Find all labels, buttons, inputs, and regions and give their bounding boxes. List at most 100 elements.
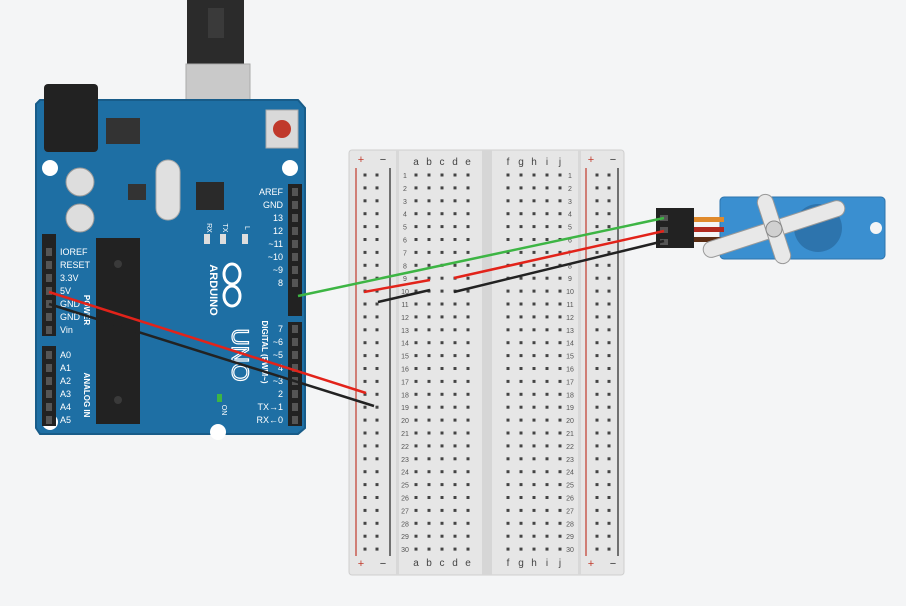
rail-hole[interactable] bbox=[363, 302, 367, 306]
breadboard-hole[interactable] bbox=[440, 238, 444, 241]
breadboard-hole[interactable] bbox=[453, 354, 457, 358]
breadboard-hole[interactable] bbox=[532, 173, 536, 177]
breadboard-hole[interactable] bbox=[545, 496, 549, 499]
breadboard-hole[interactable] bbox=[414, 392, 418, 396]
wire-gnd[interactable] bbox=[48, 302, 375, 408]
breadboard-hole[interactable] bbox=[466, 250, 470, 254]
breadboard-hole[interactable] bbox=[519, 367, 523, 370]
analog-pin[interactable] bbox=[46, 364, 52, 372]
breadboard-hole[interactable] bbox=[453, 186, 457, 190]
rail-hole[interactable] bbox=[595, 212, 599, 216]
breadboard-hole[interactable] bbox=[545, 225, 549, 229]
breadboard-hole[interactable] bbox=[558, 328, 562, 332]
wire-black-to-servo[interactable] bbox=[453, 239, 665, 294]
breadboard-hole[interactable] bbox=[532, 302, 536, 306]
breadboard-hole[interactable] bbox=[440, 508, 444, 512]
analog-pin[interactable] bbox=[46, 416, 52, 424]
rail-hole[interactable] bbox=[375, 250, 379, 254]
breadboard-hole[interactable] bbox=[453, 418, 457, 422]
breadboard-hole[interactable] bbox=[427, 315, 431, 319]
breadboard-hole[interactable] bbox=[558, 431, 562, 435]
breadboard-hole[interactable] bbox=[414, 263, 418, 267]
breadboard-hole[interactable] bbox=[427, 508, 431, 512]
breadboard-hole[interactable] bbox=[414, 225, 418, 229]
breadboard-hole[interactable] bbox=[427, 302, 431, 306]
breadboard-hole[interactable] bbox=[440, 367, 444, 370]
rail-hole[interactable] bbox=[363, 186, 367, 190]
breadboard-hole[interactable] bbox=[440, 186, 444, 190]
rail-hole[interactable] bbox=[375, 534, 379, 538]
breadboard-hole[interactable] bbox=[519, 508, 523, 512]
breadboard-hole[interactable] bbox=[466, 392, 470, 396]
breadboard-hole[interactable] bbox=[453, 392, 457, 396]
rail-hole[interactable] bbox=[375, 199, 379, 203]
breadboard-hole[interactable] bbox=[558, 405, 562, 409]
rail-hole[interactable] bbox=[595, 250, 599, 254]
rail-hole[interactable] bbox=[595, 547, 599, 551]
breadboard-hole[interactable] bbox=[545, 263, 549, 267]
breadboard-hole[interactable] bbox=[453, 302, 457, 306]
breadboard-hole[interactable] bbox=[427, 250, 431, 254]
breadboard-hole[interactable] bbox=[453, 534, 457, 538]
breadboard-hole[interactable] bbox=[453, 263, 457, 267]
breadboard-hole[interactable] bbox=[427, 173, 431, 177]
breadboard-hole[interactable] bbox=[466, 470, 470, 474]
rail-hole[interactable] bbox=[607, 173, 611, 177]
breadboard-hole[interactable] bbox=[545, 534, 549, 538]
breadboard-hole[interactable] bbox=[414, 186, 418, 190]
reset-button-cap[interactable] bbox=[273, 120, 291, 138]
breadboard-hole[interactable] bbox=[414, 341, 418, 345]
rail-hole[interactable] bbox=[595, 238, 599, 241]
digital-pin[interactable] bbox=[292, 214, 298, 222]
breadboard-hole[interactable] bbox=[519, 470, 523, 474]
digital-pin[interactable] bbox=[292, 188, 298, 196]
breadboard-hole[interactable] bbox=[466, 212, 470, 216]
rail-hole[interactable] bbox=[363, 315, 367, 319]
rail-hole[interactable] bbox=[363, 521, 367, 525]
digital-pin[interactable] bbox=[292, 240, 298, 248]
wire-5v[interactable] bbox=[48, 290, 367, 395]
breadboard-hole[interactable] bbox=[440, 289, 444, 293]
rail-hole[interactable] bbox=[595, 341, 599, 345]
rail-hole[interactable] bbox=[363, 534, 367, 538]
breadboard-hole[interactable] bbox=[440, 521, 444, 525]
breadboard-hole[interactable] bbox=[532, 225, 536, 229]
breadboard-hole[interactable] bbox=[466, 379, 470, 383]
digital-pin[interactable] bbox=[292, 253, 298, 261]
breadboard-hole[interactable] bbox=[440, 470, 444, 474]
breadboard-hole[interactable] bbox=[558, 521, 562, 525]
breadboard-hole[interactable] bbox=[427, 521, 431, 525]
breadboard-hole[interactable] bbox=[506, 315, 510, 319]
breadboard-hole[interactable] bbox=[466, 457, 470, 461]
rail-hole[interactable] bbox=[363, 470, 367, 474]
breadboard-hole[interactable] bbox=[532, 444, 536, 448]
breadboard-hole[interactable] bbox=[558, 212, 562, 216]
analog-pin[interactable] bbox=[46, 377, 52, 385]
rail-hole[interactable] bbox=[595, 354, 599, 358]
rail-hole[interactable] bbox=[607, 250, 611, 254]
breadboard-hole[interactable] bbox=[545, 276, 549, 280]
breadboard-hole[interactable] bbox=[440, 315, 444, 319]
digital-pin[interactable] bbox=[292, 351, 298, 359]
breadboard-hole[interactable] bbox=[545, 379, 549, 383]
rail-hole[interactable] bbox=[595, 483, 599, 487]
breadboard-hole[interactable] bbox=[519, 263, 523, 267]
rail-hole[interactable] bbox=[363, 341, 367, 345]
breadboard-hole[interactable] bbox=[506, 186, 510, 190]
breadboard-hole[interactable] bbox=[532, 341, 536, 345]
breadboard-hole[interactable] bbox=[466, 276, 470, 280]
breadboard-hole[interactable] bbox=[558, 341, 562, 345]
breadboard-hole[interactable] bbox=[427, 392, 431, 396]
breadboard-hole[interactable] bbox=[506, 379, 510, 383]
breadboard-hole[interactable] bbox=[545, 367, 549, 370]
breadboard-hole[interactable] bbox=[453, 521, 457, 525]
breadboard-hole[interactable] bbox=[414, 534, 418, 538]
breadboard-hole[interactable] bbox=[545, 470, 549, 474]
breadboard-hole[interactable] bbox=[453, 173, 457, 177]
rail-hole[interactable] bbox=[607, 354, 611, 358]
rail-hole[interactable] bbox=[363, 547, 367, 551]
breadboard-hole[interactable] bbox=[414, 354, 418, 358]
digital-pin[interactable] bbox=[292, 390, 298, 398]
breadboard-hole[interactable] bbox=[440, 354, 444, 358]
